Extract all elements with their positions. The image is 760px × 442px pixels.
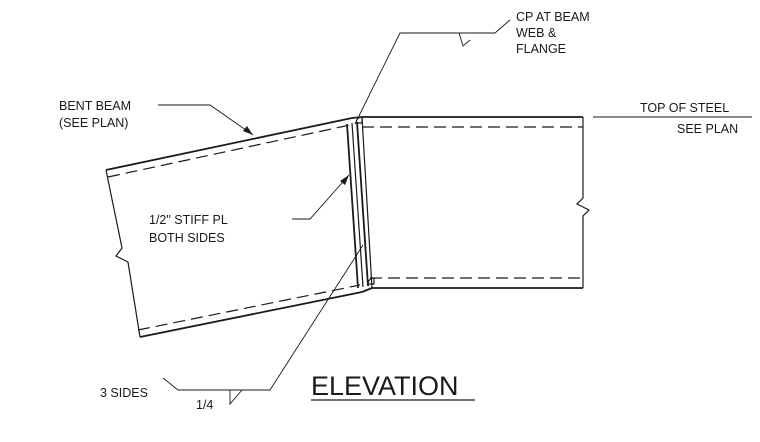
bent-beam-top-flange-inner — [107, 124, 351, 178]
fillet-weld-callout: 3 SIDES 1/4 — [100, 244, 364, 412]
fillet-size-label: 1/4 — [196, 398, 213, 412]
stiffener-arrowhead — [340, 175, 349, 185]
bent-beam-label-line1: BENT BEAM — [59, 99, 131, 113]
top-of-steel-callout: TOP OF STEEL SEE PLAN — [593, 101, 752, 136]
top-of-steel-label-line2: SEE PLAN — [677, 122, 738, 136]
cp-leader-line — [354, 32, 495, 125]
cp-label-line3: FLANGE — [516, 42, 566, 56]
fillet-sides-label: 3 SIDES — [100, 386, 148, 400]
fillet-tail — [162, 377, 179, 391]
stiffener-edge-left — [346, 123, 359, 289]
bent-beam-arrowhead — [243, 126, 253, 135]
cp-label-line1: CP AT BEAM — [516, 10, 590, 24]
joint-face-line — [361, 116, 373, 289]
top-of-steel-label-line1: TOP OF STEEL — [640, 101, 729, 115]
straight-beam-break-line — [575, 117, 591, 288]
stiffener-edge-mid — [351, 122, 364, 288]
bent-beam-break-line — [105, 169, 141, 338]
bent-beam-callout: BENT BEAM (SEE PLAN) — [59, 99, 254, 136]
bent-beam — [105, 117, 363, 338]
drawing-title: ELEVATION — [311, 371, 475, 401]
joint-bottom-connector — [361, 287, 373, 293]
cp-weld-callout: CP AT BEAM WEB & FLANGE — [354, 10, 590, 125]
bent-beam-leader-line — [158, 104, 254, 136]
cp-tail — [494, 19, 511, 34]
stiffener-edge-right — [356, 121, 369, 287]
bent-beam-top-flange — [105, 117, 353, 171]
bent-beam-bottom-flange-inner — [137, 284, 361, 331]
cp-label-line2: WEB & — [516, 26, 557, 40]
fillet-leader-line — [178, 244, 364, 391]
stiffener-plate — [346, 121, 369, 289]
bent-beam-label-line2: (SEE PLAN) — [59, 116, 128, 130]
stiffener-label-line1: 1/2" STIFF PL — [149, 213, 228, 227]
cp-groove-symbol — [458, 32, 471, 47]
stiffener-leader-line — [292, 174, 350, 220]
stiffener-label-line2: BOTH SIDES — [149, 231, 225, 245]
straight-beam — [351, 116, 591, 293]
stiffener-callout: 1/2" STIFF PL BOTH SIDES — [149, 174, 350, 245]
bent-beam-bottom-flange — [139, 291, 363, 338]
title-text: ELEVATION — [311, 371, 459, 401]
weld-symbol-bottom — [367, 277, 375, 285]
fillet-weld-symbol — [229, 389, 243, 406]
